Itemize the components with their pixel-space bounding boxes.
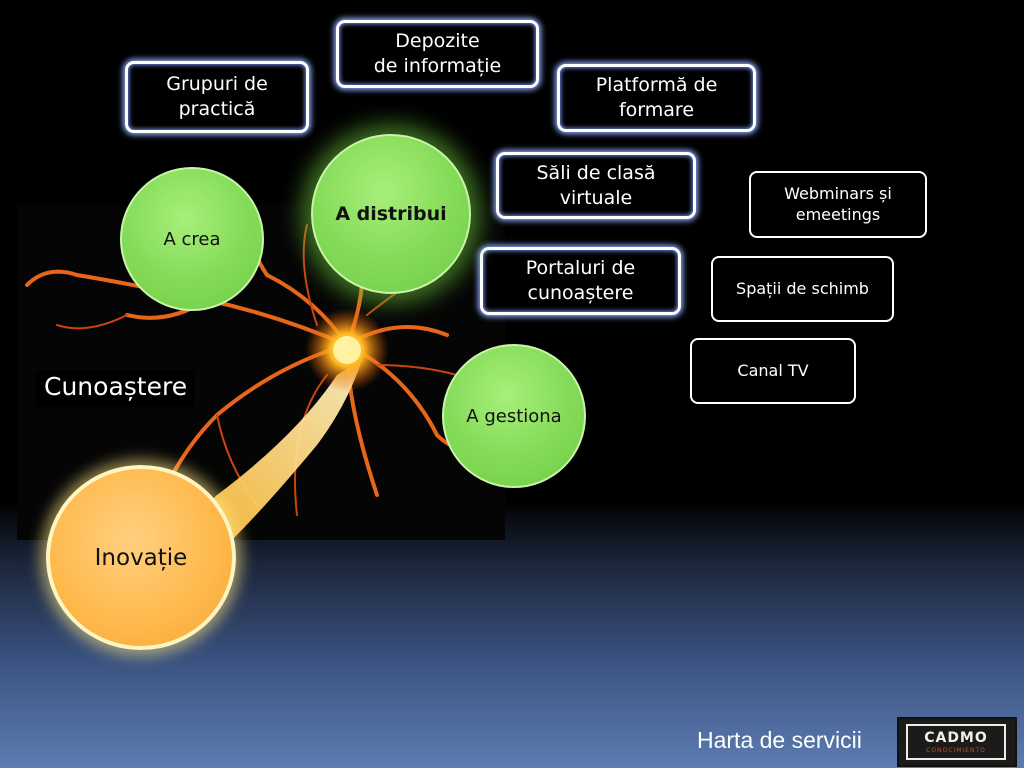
crea-label: A crea — [163, 228, 221, 250]
logo-frame: CADMO CONOCIMIENTO — [906, 724, 1006, 760]
canal-label: Canal TV — [737, 360, 809, 380]
gestiona-circle: A gestiona — [442, 344, 586, 488]
depozite-label: Depozite de informație — [373, 30, 502, 77]
logo-sub-text: CONOCIMIENTO — [926, 746, 986, 754]
crea-circle: A crea — [120, 167, 264, 311]
sali-label: Săli de clasă virtuale — [536, 161, 656, 209]
canal-box: Canal TV — [690, 338, 856, 404]
depozite-box: Depozite de informație — [336, 20, 539, 88]
inovatie-circle: Inovație — [46, 465, 236, 650]
spatii-label: Spații de schimb — [736, 278, 869, 298]
platforma-label: Platformă de formare — [595, 74, 718, 121]
webminars-box: Webminars și emeetings — [749, 171, 927, 238]
cadmo-logo: CADMO CONOCIMIENTO — [897, 717, 1017, 767]
distribui-circle: A distribui — [311, 134, 471, 294]
logo-main-text: CADMO — [924, 729, 988, 746]
webminars-label: Webminars și emeetings — [784, 183, 892, 224]
gestiona-label: A gestiona — [466, 405, 562, 427]
spatii-box: Spații de schimb — [711, 256, 894, 322]
cunoastere-label: Cunoaștere — [36, 370, 196, 407]
platforma-box: Platformă de formare — [557, 64, 756, 132]
distribui-label: A distribui — [335, 203, 447, 225]
grupuri-box: Grupuri de practică — [125, 61, 309, 133]
sali-box: Săli de clasă virtuale — [496, 152, 696, 219]
grupuri-label: Grupuri de practică — [166, 73, 268, 120]
portaluri-box: Portaluri de cunoaștere — [480, 247, 681, 315]
footer-title: Harta de servicii — [697, 727, 862, 753]
portaluri-label: Portaluri de cunoaștere — [525, 257, 636, 304]
inovatie-label: Inovație — [94, 544, 188, 571]
